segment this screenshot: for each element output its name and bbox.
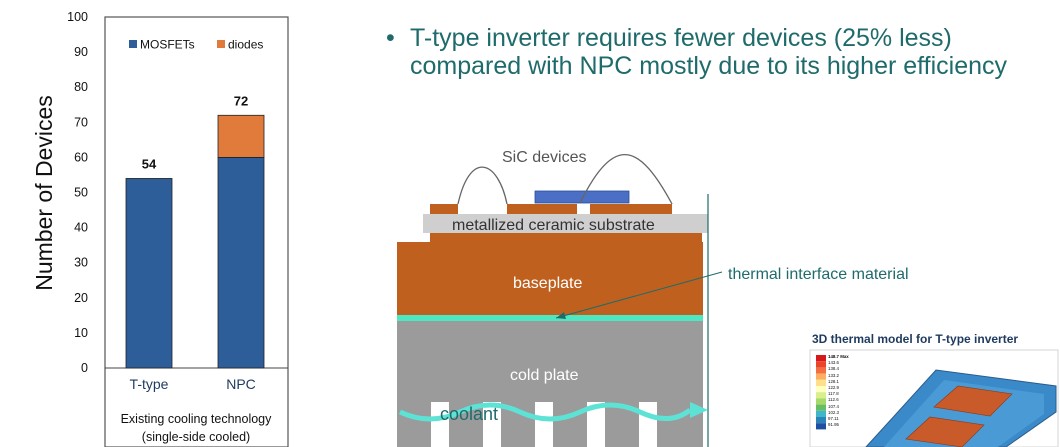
hot-device-row-2 xyxy=(905,416,985,447)
x-tick-label: NPC xyxy=(226,376,256,392)
scale-value: 122.9 xyxy=(828,385,839,391)
legend: MOSFETs diodes xyxy=(129,38,263,52)
color-scale xyxy=(816,355,826,430)
tim-leader-arrow xyxy=(556,312,566,319)
label-sic-devices: SiC devices xyxy=(502,149,586,166)
scale-value: 102.3 xyxy=(828,409,839,415)
cooling-stack-diagram: SiC devices metallized ceramic substrate… xyxy=(397,149,909,447)
thermal-interface-layer xyxy=(397,315,703,321)
scale-value: 97.11 xyxy=(828,416,839,422)
sic-device xyxy=(534,190,630,204)
scale-value: 133.2 xyxy=(828,372,839,378)
top-copper-1 xyxy=(430,204,458,214)
y-tick-label: 10 xyxy=(74,326,88,340)
scale-value: 143.6 xyxy=(828,360,839,366)
bar-segment xyxy=(217,156,265,369)
label-baseplate: baseplate xyxy=(513,275,582,292)
y-tick-label: 0 xyxy=(81,361,88,375)
legend-label-diodes: diodes xyxy=(228,38,263,52)
y-axis-label: Number of Devices xyxy=(31,95,57,291)
x-axis-label-line-2: (single-side cooled) xyxy=(142,430,250,444)
bullet-marker: • xyxy=(386,24,395,52)
label-coolant: coolant xyxy=(440,404,498,424)
top-copper-3 xyxy=(590,204,672,214)
hot-device-row-1 xyxy=(933,385,1013,417)
tim-leader-line xyxy=(555,271,723,319)
scale-value: 138.4 xyxy=(828,366,839,372)
bond-wire-right xyxy=(579,154,673,205)
substrate-bottom-copper xyxy=(430,232,702,242)
x-axis-label-line-1: Existing cooling technology xyxy=(121,412,273,426)
y-tick-label: 50 xyxy=(74,186,88,200)
scale-value: 107.4 xyxy=(828,403,839,409)
y-tick-label: 100 xyxy=(67,10,88,24)
y-tick-label: 40 xyxy=(74,221,88,235)
legend-swatch-mosfets xyxy=(129,40,137,48)
scale-value: 91.95 xyxy=(828,422,839,428)
y-tick-label: 30 xyxy=(74,256,88,270)
y-tick-label: 60 xyxy=(74,150,88,164)
bar-segment xyxy=(217,114,265,158)
key-point-text: T-type inverter requires fewer devices (… xyxy=(410,24,1008,80)
legend-label-mosfets: MOSFETs xyxy=(140,38,195,52)
label-tim: thermal interface material xyxy=(728,266,909,283)
y-tick-label: 90 xyxy=(74,45,88,59)
baseplate xyxy=(397,242,703,315)
scale-value: 117.8 xyxy=(828,391,839,397)
cold-plate xyxy=(397,320,703,402)
thermal-model-title: 3D thermal model for T-type inverter xyxy=(812,332,1019,346)
scale-value: 128.1 xyxy=(828,378,839,384)
bar-total-label: 72 xyxy=(234,93,248,108)
y-tick-label: 70 xyxy=(74,115,88,129)
device-count-chart: 0 10 20 30 40 50 60 70 80 90 100 54 72 T-type NPC Nu… xyxy=(31,10,289,447)
thermal-model-panel: 3D thermal model for T-type inverter 148… xyxy=(806,322,1060,447)
bar-total-label: 54 xyxy=(142,156,157,171)
coolant-arrowhead xyxy=(690,402,708,418)
label-substrate: metallized ceramic substrate xyxy=(452,217,655,234)
scale-value: 148.7 Max xyxy=(828,354,849,359)
y-tick-label: 80 xyxy=(74,80,88,94)
top-copper-2 xyxy=(507,204,577,214)
coolant-wave xyxy=(398,402,692,422)
color-scale-values: 148.7 Max 143.6 138.4 133.2 128.1 122.9 … xyxy=(828,354,849,428)
bond-wire-left xyxy=(457,166,508,205)
x-tick-label: T-type xyxy=(130,376,169,392)
label-cold-plate: cold plate xyxy=(510,367,579,384)
thermal-model-render xyxy=(809,349,1059,447)
ceramic-substrate xyxy=(423,214,708,233)
scale-value: 112.6 xyxy=(828,397,839,403)
bar-segment xyxy=(125,178,173,369)
fin-1 xyxy=(397,402,431,447)
y-tick-label: 20 xyxy=(74,291,88,305)
legend-swatch-diodes xyxy=(217,40,225,48)
